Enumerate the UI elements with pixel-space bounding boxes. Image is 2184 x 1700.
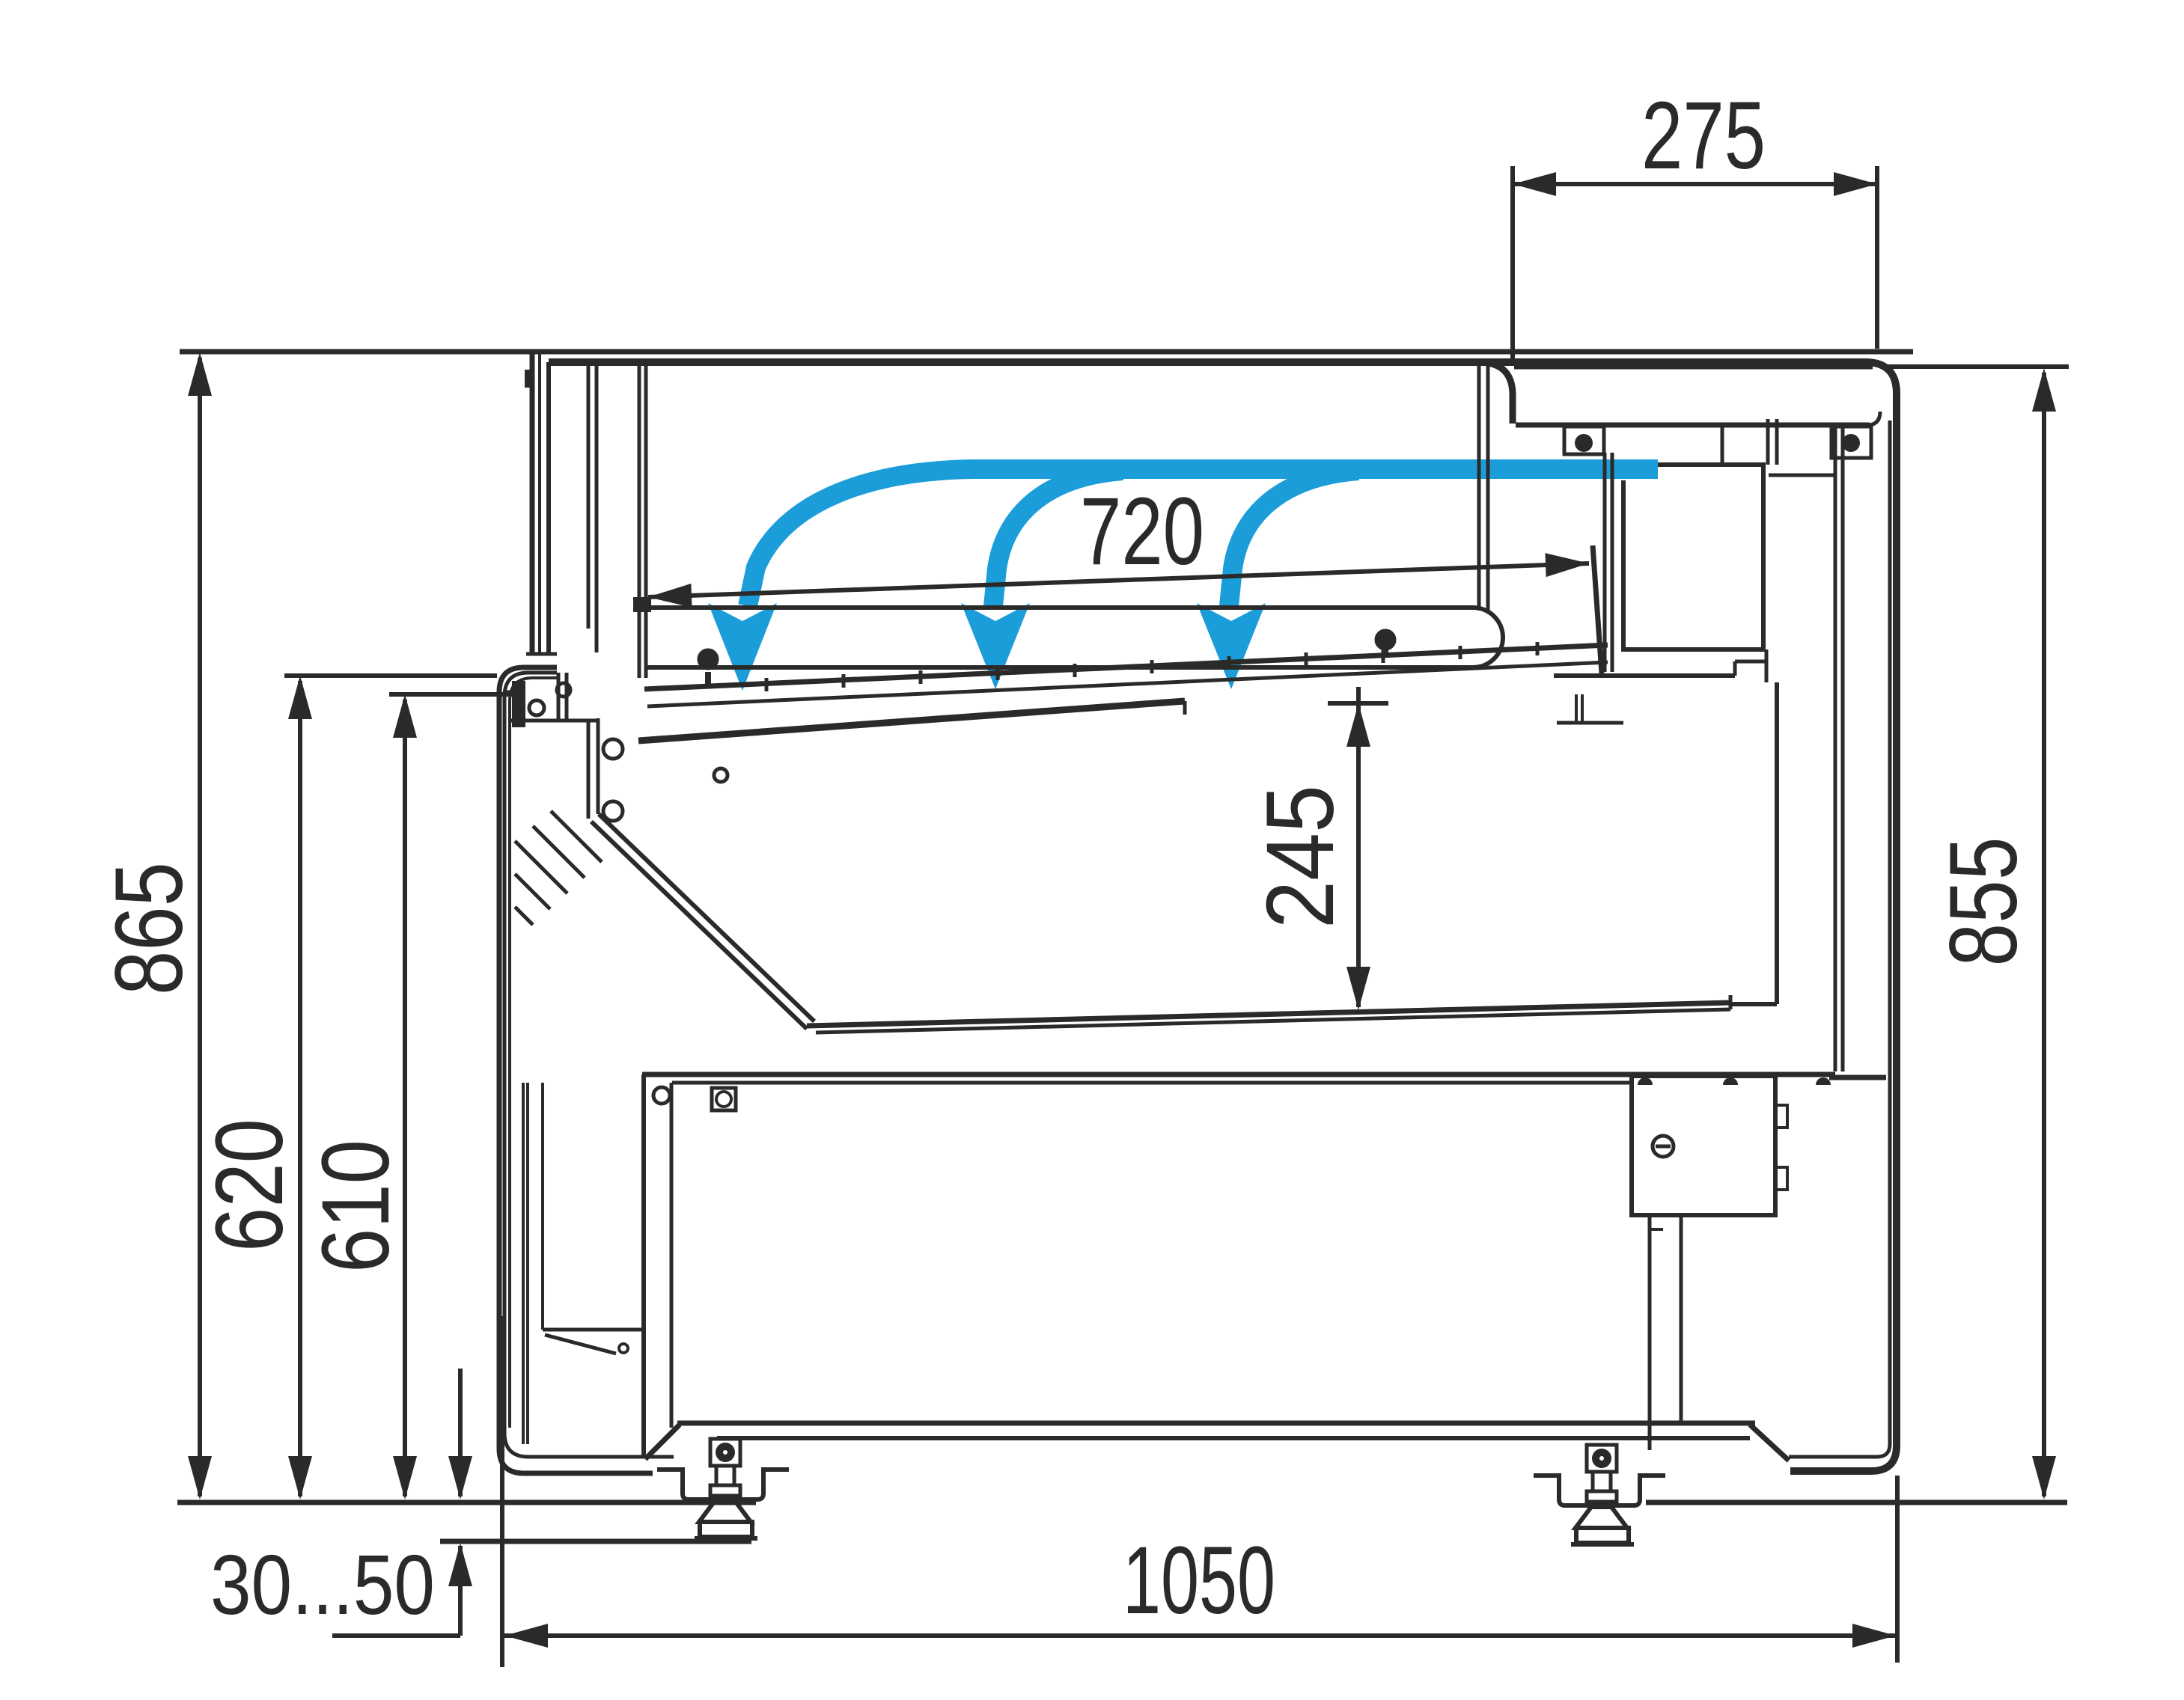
svg-text:1050: 1050 [1123, 1527, 1275, 1634]
svg-text:865: 865 [96, 862, 203, 995]
svg-text:610: 610 [302, 1140, 409, 1273]
svg-text:620: 620 [196, 1119, 303, 1252]
svg-text:30...50: 30...50 [210, 1538, 435, 1632]
svg-text:245: 245 [1247, 785, 1354, 929]
svg-text:720: 720 [1080, 478, 1204, 585]
svg-text:275: 275 [1641, 82, 1766, 189]
svg-text:855: 855 [1930, 837, 2037, 967]
